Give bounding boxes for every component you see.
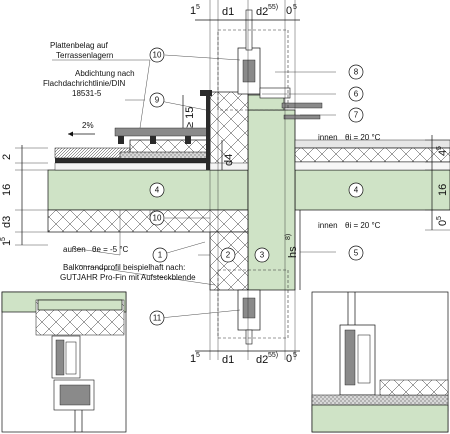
dim-bottom-d2-note: 55) [268,352,278,359]
label-innen-bottom-temp: θi = 20 °C [345,221,381,230]
label-innen-bottom: innen [318,221,338,230]
dim-top-d1: d1 [222,6,234,18]
dim-top-0-sup: 5 [293,4,297,11]
label-slope: 2% [82,121,94,130]
dim-bottom-d1: d1 [222,354,234,366]
callout-10-top: 10 [149,47,165,63]
label-innen-top-temp: θi = 20 °C [345,133,381,142]
dim-right-0-sup: 5 [436,216,443,220]
inset-right [311,291,449,433]
dim-bottom-1-sup: 5 [196,352,200,359]
dim-hs-note: 8) [285,234,292,240]
dim-ge15: ≥ 15 [184,107,196,128]
dim-bottom-0-sup: 5 [293,352,297,359]
svg-text:10: 10 [153,51,162,60]
svg-text:6: 6 [354,90,359,99]
svg-text:5: 5 [354,249,359,258]
label-plattenbelag-2: Terrassenlagern [56,51,113,60]
svg-text:10: 10 [153,214,162,223]
label-balkon-2: GUTJAHR Pro-Fin mit Aufsteckblende [60,273,196,282]
callout-2: 2 [220,247,236,263]
dim-top-d2-note: 55) [268,4,278,11]
svg-text:2: 2 [226,251,231,260]
callout-11: 11 [149,310,165,326]
label-balkon-1: Balkonrandprofil beispielhaft nach: [63,263,185,272]
terrace-plates [114,127,211,137]
svg-text:9: 9 [155,96,160,105]
balcony-slab [47,169,249,211]
svg-text:4: 4 [155,186,160,195]
svg-text:3: 3 [260,251,265,260]
svg-text:8: 8 [354,68,359,77]
svg-text:1: 1 [158,251,163,260]
callout-9: 9 [149,92,165,108]
wall-concrete [247,109,296,291]
dim-top-0: 0 [286,5,292,17]
dim-right-0: 0 [437,220,449,226]
dim-left-1: 1 [1,240,13,246]
dim-right-4-sup: 5 [436,146,443,150]
callout-8: 8 [348,64,364,80]
callout-4-right: 4 [348,182,364,198]
label-abdichtung-1: Abdichtung nach [75,69,135,78]
dim-left-2: 2 [1,154,13,160]
dim-d4: d4 [223,154,235,166]
svg-text:11: 11 [153,314,162,323]
dim-left-d3: d3 [1,216,13,228]
label-abdichtung-2: Flachdachrichtlinie/DIN [43,79,125,88]
dim-bottom-1: 1 [190,353,196,365]
waterproofing [55,158,210,163]
dim-left-1-sup: 5 [0,237,7,241]
label-abdichtung-3: 18531-5 [72,89,102,98]
callout-10-bottom: 10 [149,210,165,226]
dim-right-4: 4 [437,150,449,156]
callout-1: 1 [152,247,168,263]
callout-7: 7 [348,107,364,123]
label-aussen-temp: θe = -5 °C [92,245,129,254]
dim-left-16: 16 [1,184,13,196]
floor-slab [294,169,450,211]
dim-hs: hs [287,246,299,258]
dim-top-d2: d2 [256,6,268,18]
inset-left [1,291,127,433]
svg-text:7: 7 [354,111,359,120]
label-plattenbelag-1: Plattenbelag auf [50,41,109,50]
callout-3: 3 [254,247,270,263]
dim-right-16: 16 [437,184,449,196]
callout-6: 6 [348,86,364,102]
dim-bottom-d2: d2 [256,354,268,366]
dim-top-1: 1 [190,5,196,17]
dim-top-1-sup: 5 [196,4,200,11]
callout-5: 5 [348,245,364,261]
svg-text:4: 4 [354,186,359,195]
paving-layer [54,147,131,159]
label-aussen: außen [63,245,86,254]
callout-4-left: 4 [149,182,165,198]
label-innen-top: innen [318,133,338,142]
dim-bottom-0: 0 [286,353,292,365]
